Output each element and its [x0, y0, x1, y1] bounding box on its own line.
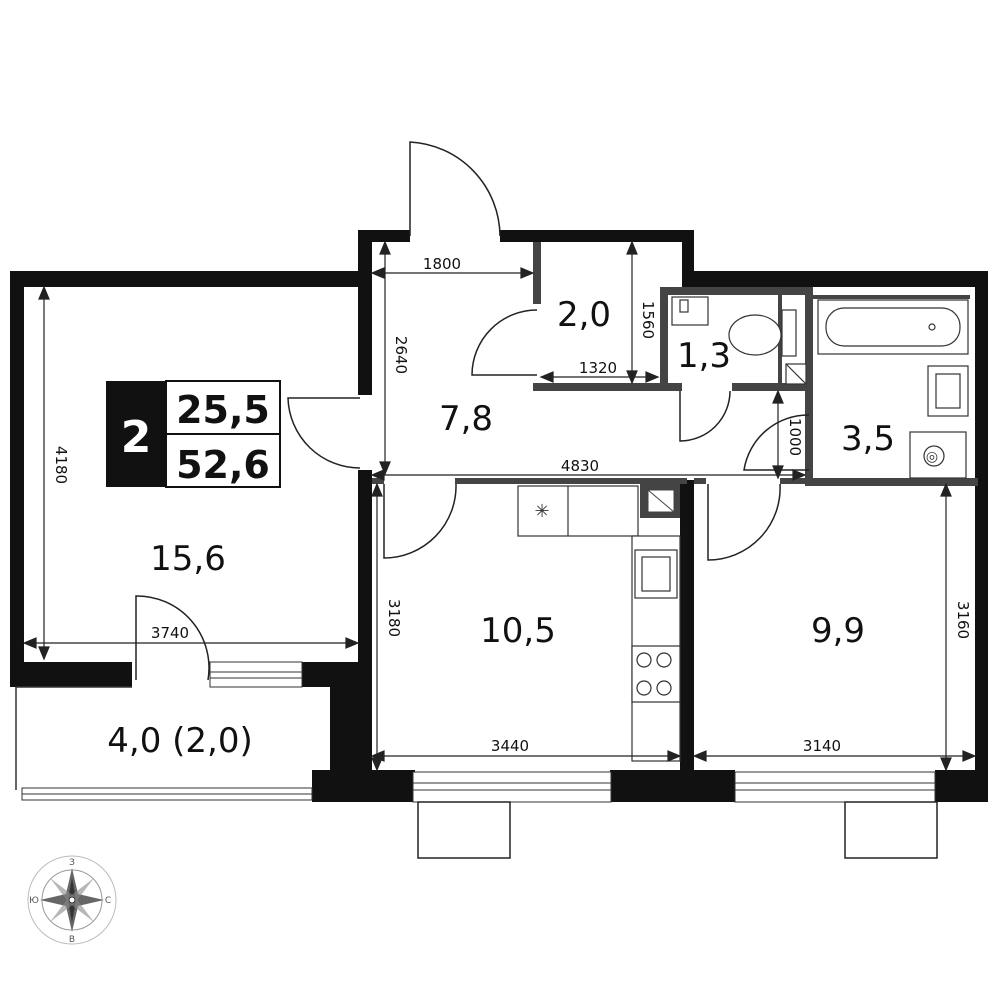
- area-toilet: 1,3: [677, 336, 731, 376]
- kitchen-counter: [517, 485, 639, 537]
- dim-closet-height: 1560: [639, 301, 657, 339]
- wall-living-top: [10, 271, 370, 287]
- fridge-icon: ✳: [534, 501, 549, 522]
- room-labels: 15,6 7,8 2,0 1,3 3,5 10,5 9,9 4,0 (2,0): [107, 295, 895, 761]
- wall-right: [975, 271, 988, 801]
- wall-toilet-left: [660, 287, 668, 391]
- ledge-kitchen: [417, 801, 511, 859]
- dim-kitchen-width: 3440: [491, 737, 529, 755]
- area-bedroom: 9,9: [811, 611, 865, 651]
- wall-bottom-a: [360, 770, 415, 802]
- dim-hall-width: 1800: [423, 255, 461, 273]
- area-kitchen: 10,5: [480, 611, 556, 651]
- wall-living-right-lower: [358, 470, 372, 675]
- wall-bedroom-top-r: [780, 478, 808, 484]
- balcony-outline: [15, 686, 132, 790]
- wall-toilet-bottom-a: [660, 383, 682, 391]
- door-bathroom: [743, 414, 810, 471]
- wall-living-bottom-left: [10, 662, 132, 687]
- compass-west: Ю: [29, 896, 39, 906]
- rooms-count-box: [106, 381, 166, 487]
- wall-kitchen-top-left: [372, 478, 384, 484]
- wall-bottom-c: [935, 770, 988, 802]
- wall-bath-top: [682, 271, 988, 287]
- wall-kitchen-bedroom: [680, 480, 694, 780]
- exterior-walls: [10, 230, 988, 802]
- dim-living-height: 4180: [52, 446, 70, 484]
- wall-bath-lower-left: [805, 391, 813, 481]
- wall-toilet-inner: [668, 287, 812, 295]
- window-kitchen: [412, 771, 612, 803]
- dim-bedroom-width: 3140: [803, 737, 841, 755]
- area-balcony: 4,0 (2,0): [107, 721, 252, 761]
- windows: [21, 661, 936, 803]
- compass-north: З: [69, 858, 75, 868]
- wall-living-right-upper: [358, 230, 372, 395]
- compass-south: В: [69, 935, 75, 945]
- area-closet: 2,0: [557, 295, 611, 335]
- dimension-lines: [22, 240, 977, 772]
- area-hall: 7,8: [439, 399, 493, 439]
- wall-bedroom-top: [694, 478, 706, 484]
- dim-kitchen-height: 3180: [385, 599, 403, 637]
- dim-closet-width: 1320: [579, 359, 617, 377]
- ledge-bedroom: [844, 801, 938, 859]
- summary-badge: 2 25,5 52,6: [106, 380, 281, 488]
- living-area: 25,5: [176, 388, 270, 432]
- kitchen-vent-diag: [647, 489, 675, 513]
- door-living: [287, 397, 361, 469]
- compass-east: С: [105, 896, 111, 906]
- wall-living-left: [10, 271, 24, 687]
- window-living: [209, 661, 303, 688]
- wall-hall-top-right: [500, 230, 694, 242]
- dim-living-width: 3740: [151, 624, 189, 642]
- door-entrance: [409, 141, 501, 237]
- compass-rose: З В Ю С: [27, 855, 117, 945]
- toilet-tank: [781, 309, 797, 357]
- total-area: 52,6: [176, 443, 270, 487]
- door-bedroom: [707, 483, 781, 561]
- door-kitchen: [383, 483, 457, 559]
- dim-hall-height: 2640: [392, 336, 410, 374]
- wall-closet-left: [533, 242, 541, 304]
- rooms-count: 2: [121, 412, 152, 463]
- bath-drain-icon: ◎: [926, 449, 938, 465]
- wall-bath-mid: [805, 287, 813, 391]
- area-bathroom: 3,5: [841, 419, 895, 459]
- toilet-sink: [671, 296, 709, 326]
- door-closet: [471, 309, 538, 376]
- area-living-room: 15,6: [150, 539, 226, 579]
- wall-closet-bottom: [533, 383, 668, 391]
- wall-hall-top-left: [358, 230, 410, 242]
- window-bedroom: [734, 771, 936, 803]
- dimension-labels: 4180 3740 1800 2640 1560 1320 4830 1000 …: [52, 255, 972, 755]
- dim-bath-door: 1000: [786, 418, 804, 456]
- wall-kitchen-top: [455, 478, 687, 484]
- fixtures: [517, 296, 969, 762]
- doors: [135, 141, 810, 681]
- door-balcony: [135, 595, 210, 681]
- wall-bath-bottom: [805, 478, 978, 486]
- toilet-bowl: [728, 314, 782, 356]
- dim-bedroom-height: 3160: [954, 601, 972, 639]
- wall-bath-inner-left: [813, 295, 970, 299]
- door-toilet: [679, 390, 731, 442]
- dim-corridor-width: 4830: [561, 457, 599, 475]
- wall-toilet-bottom-b: [732, 383, 812, 391]
- wall-bottom-b: [610, 770, 735, 802]
